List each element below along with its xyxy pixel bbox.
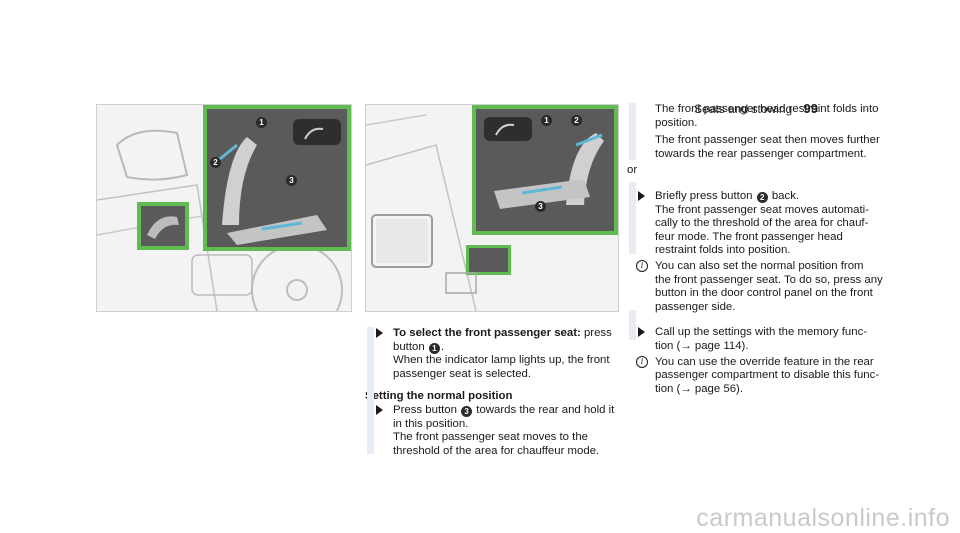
step-bar: [629, 310, 636, 340]
door-panel-illustration: [97, 105, 351, 311]
callout-1: 1: [256, 117, 267, 128]
interior-illustration: [366, 105, 618, 311]
step-select-seat: To select the front passenger seat: pres…: [365, 327, 625, 381]
continued-paragraph: The front passenger head restraint folds…: [655, 103, 880, 160]
step-arrow-icon: [376, 328, 383, 338]
step-press-button: Press button 3 towards the rear and hold…: [365, 404, 625, 458]
info-icon: i: [636, 259, 648, 272]
callout-ref-1: 1: [428, 342, 440, 354]
or-label: or: [627, 164, 638, 177]
step-bar: [629, 182, 636, 254]
step-arrow-icon: [638, 190, 645, 201]
callout-3: 3: [535, 201, 546, 212]
text-column-2: The front passenger head restraint folds…: [627, 103, 927, 396]
step-arrow-icon: [376, 404, 383, 415]
step-arrow-icon: [638, 327, 645, 338]
step-bar: [367, 327, 374, 454]
watermark: carmanualsonline.info: [696, 504, 950, 532]
callout-ref-2: 2: [756, 191, 768, 203]
callout-2: 2: [210, 157, 221, 168]
step-memory: Call up the settings with the memory fun…: [627, 326, 927, 353]
note-normal-position: i You can also set the normal position f…: [627, 259, 927, 314]
step-heading: To select the front passenger seat:: [393, 327, 581, 339]
page-number: 99: [803, 101, 818, 116]
section-title: Seats and stowing: [694, 102, 793, 116]
info-icon: i: [636, 355, 648, 368]
callout-3: 3: [286, 175, 297, 186]
figure-left: 1 2 3: [96, 104, 352, 312]
callout-2: 2: [571, 115, 582, 126]
subheading: Setting the normal position: [365, 390, 513, 403]
callout-1: 1: [541, 115, 552, 126]
step-briefly-press: Briefly press button 2 back. The front p…: [627, 190, 927, 258]
figure-right: 1 2 3: [365, 104, 619, 312]
text-column-1: To select the front passenger seat: pres…: [365, 327, 625, 458]
step-bar: [629, 103, 636, 160]
callout-ref-3: 3: [461, 405, 473, 417]
note-override: i You can use the override feature in th…: [627, 355, 927, 397]
page-header: Seats and stowing 99: [694, 101, 818, 116]
